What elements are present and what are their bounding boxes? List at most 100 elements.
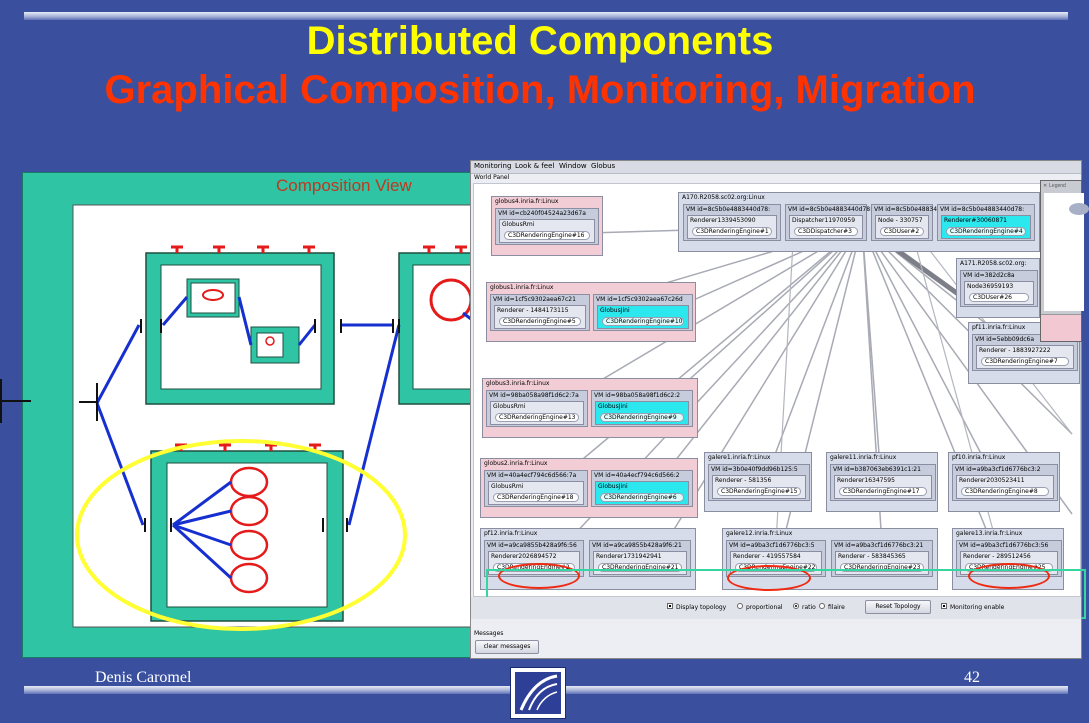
vm-title: VM id=3b0e40f9dd96b125:5 <box>711 466 798 473</box>
vm-box[interactable]: VM id=a9ba3cf1d6776bc3:2 Renderer2030523… <box>952 464 1058 501</box>
filaire-label: filaire <box>828 604 845 611</box>
inria-logo <box>510 667 566 719</box>
host-title: pf12.inria.fr:Linux <box>484 530 538 537</box>
active-object-name: Renderer - 289512456 <box>963 553 1031 560</box>
active-object[interactable]: Renderer#30060871 C3DRenderingEngine#4 <box>941 215 1031 239</box>
vm-box[interactable]: VM id=40a4ecf794c6d566:7a GlobusRmi C3DR… <box>484 470 588 507</box>
host-node[interactable]: pf10.inria.fr:Linux VM id=a9ba3cf1d6776b… <box>948 452 1060 512</box>
component-label: C3DUser#2 <box>880 227 924 236</box>
menu-monitoring[interactable]: Monitoring <box>474 162 512 170</box>
component-label: C3DRenderingEngine#15 <box>717 487 801 496</box>
active-object[interactable]: Renderer1731942941 C3DRenderingEngine#21 <box>593 551 687 575</box>
menu-look-and-feel[interactable]: Look & feel <box>515 162 555 170</box>
vm-box[interactable]: VM id=8c5b0e4883440d78: Dispatcher119709… <box>785 204 872 241</box>
active-object[interactable]: Renderer2030523411 C3DRenderingEngine#8 <box>956 475 1054 499</box>
vm-box[interactable]: VM id=8c5b0e4883440d78: Renderer13394530… <box>683 204 781 241</box>
menu-window[interactable]: Window <box>559 162 587 170</box>
filaire-radio[interactable] <box>819 603 825 609</box>
component-label: C3DRenderingEngine#1 <box>692 227 772 236</box>
vm-box[interactable]: VM id=98ba058a98f1d6c2:7a GlobusRmi C3DR… <box>486 390 588 427</box>
reset-topology-button[interactable]: Reset Topology <box>865 600 931 614</box>
host-title: galere13.inria.fr:Linux <box>956 530 1023 537</box>
active-object[interactable]: Renderer - 1484173115 C3DRenderingEngine… <box>494 305 586 329</box>
display-topology-checkbox[interactable] <box>667 603 673 609</box>
host-node[interactable]: A170.R2058.sc02.org:Linux VM id=8c5b0e48… <box>678 192 1040 252</box>
active-object[interactable]: GlobusRmi C3DRenderingEngine#16 <box>499 219 595 243</box>
vm-title: VM id=40a4ecf794c6d566:7a <box>487 472 577 479</box>
vm-box[interactable]: VM id=1cf5c9302aea67c26d GlobusJini C3DR… <box>593 294 693 331</box>
topology-link <box>861 224 1007 579</box>
component-label: C3DRenderingEngine#10 <box>602 317 684 326</box>
vm-title: VM id=cb240f04524a23d67a <box>498 210 586 217</box>
clear-messages-button[interactable]: clear messages <box>475 640 539 654</box>
active-object[interactable]: Renderer16347595 C3DRenderingEngine#17 <box>834 475 932 499</box>
vm-box[interactable]: VM id=cb240f04524a23d67a GlobusRmi C3DRe… <box>495 208 599 245</box>
vm-box[interactable]: VM id=382d2c8a Node36959193 C3DUser#26 <box>960 270 1038 307</box>
active-object[interactable]: Renderer1339453090 C3DRenderingEngine#1 <box>687 215 777 239</box>
vm-box[interactable]: VM id=8c5b0e4883440d78: Node - 330757 C3… <box>871 204 959 241</box>
author-name: Denis Caromel <box>95 669 192 686</box>
vm-box[interactable]: VM id=3b0e40f9dd96b125:5 Renderer - 5813… <box>708 464 810 501</box>
active-object-name: Renderer - 1883927222 <box>979 347 1051 354</box>
vm-box[interactable]: VM id=1cf5c9302aea67c21 Renderer - 14841… <box>490 294 590 331</box>
topology-link <box>861 224 1003 495</box>
topology-link <box>643 224 863 579</box>
vm-title: VM id=98ba058a98f1d6c2:2 <box>594 392 681 399</box>
host-node[interactable]: galere11.inria.fr:Linux VM id=b387063eb6… <box>826 452 938 512</box>
active-object-name: Renderer - 581356 <box>715 477 772 484</box>
binding-ports <box>0 319 400 532</box>
active-object[interactable]: GlobusRmi C3DRenderingEngine#18 <box>488 481 584 505</box>
vm-box[interactable]: VM id=5ebb09dc6a Renderer - 1883927222 C… <box>972 334 1078 371</box>
host-node[interactable]: pf11.inria.fr:Linux VM id=5ebb09dc6a Ren… <box>968 322 1080 384</box>
proportional-radio[interactable] <box>737 603 743 609</box>
active-object-name: GlobusRmi <box>491 483 524 490</box>
vm-title: VM id=40a4ecf794c6d566:2 <box>594 472 680 479</box>
host-node[interactable]: globus4.inria.fr:Linux VM id=cb240f04524… <box>491 196 603 256</box>
host-node[interactable]: galere1.inria.fr:Linux VM id=3b0e40f9dd9… <box>704 452 812 512</box>
ratio-radio[interactable] <box>793 603 799 609</box>
monitoring-enable-label: Monitoring enable <box>950 604 1005 611</box>
close-icon[interactable]: ✕ <box>1043 183 1048 189</box>
component-label: C3DRenderingEngine#5 <box>499 317 581 326</box>
composition-diagram <box>0 204 674 631</box>
legend-window: ✕ Legend <box>1040 180 1089 342</box>
active-object[interactable]: Node - 330757 C3DUser#2 <box>875 215 929 239</box>
composite-component-top <box>145 245 335 405</box>
vm-box[interactable]: VM id=8c5b0e4883440d78: Renderer#3006087… <box>937 204 1035 241</box>
component-label: C3DRenderingEngine#23 <box>840 563 924 572</box>
active-object-name: Renderer - 583845365 <box>838 553 906 560</box>
host-node[interactable]: globus1.inria.fr:Linux VM id=1cf5c9302ae… <box>486 282 696 342</box>
active-object[interactable]: Renderer - 1883927222 C3DRenderingEngine… <box>976 345 1074 369</box>
active-object[interactable]: GlobusJini C3DRenderingEngine#6 <box>595 481 689 505</box>
topology-link <box>773 224 863 579</box>
active-object[interactable]: GlobusRmi C3DRenderingEngine#13 <box>490 401 584 425</box>
active-object[interactable]: Node36959193 C3DUser#26 <box>964 281 1034 305</box>
vm-title: VM id=8c5b0e4883440d78: <box>940 206 1025 213</box>
world-panel: globus4.inria.fr:Linux VM id=cb240f04524… <box>473 183 1086 619</box>
active-object[interactable]: GlobusJini C3DRenderingEngine#10 <box>597 305 689 329</box>
active-object[interactable]: Renderer - 581356 C3DRenderingEngine#15 <box>712 475 806 499</box>
vm-box[interactable]: VM id=b387063eb6391c1:21 Renderer1634759… <box>830 464 936 501</box>
topology-link <box>533 224 863 579</box>
active-object-name: Dispatcher11970959 <box>792 217 856 224</box>
active-object[interactable]: Renderer - 583845365 C3DRenderingEngine#… <box>835 551 929 575</box>
menu-globus[interactable]: Globus <box>591 162 616 170</box>
vm-title: VM id=382d2c8a <box>963 272 1015 279</box>
active-object[interactable]: Dispatcher11970959 C3DDispatcher#3 <box>789 215 863 239</box>
active-object[interactable]: GlobusJini C3DRenderingEngine#9 <box>595 401 689 425</box>
vm-title: VM id=5ebb09dc6a <box>975 336 1035 343</box>
vm-box[interactable]: VM id=98ba058a98f1d6c2:2 GlobusJini C3DR… <box>591 390 693 427</box>
component-label: C3DRenderingEngine#18 <box>493 493 579 502</box>
proportional-label: proportional <box>746 604 783 611</box>
host-node[interactable]: globus2.inria.fr:Linux VM id=40a4ecf794c… <box>480 458 698 518</box>
component-label: C3DRenderingEngine#4 <box>946 227 1026 236</box>
component-label: C3DRenderingEngine#21 <box>598 563 682 572</box>
host-title: galere12.inria.fr:Linux <box>726 530 793 537</box>
vm-title: VM id=8c5b0e4883440d78: <box>874 206 959 213</box>
monitoring-enable-checkbox[interactable] <box>941 603 947 609</box>
vm-box[interactable]: VM id=40a4ecf794c6d566:2 GlobusJini C3DR… <box>591 470 693 507</box>
host-node[interactable]: globus3.inria.fr:Linux VM id=98ba058a98f… <box>482 378 698 438</box>
topology-link <box>861 224 1073 435</box>
component-label: C3DRenderingEngine#8 <box>961 487 1049 496</box>
host-node[interactable]: A171.R2058.sc02.org: VM id=382d2c8a Node… <box>956 258 1040 318</box>
